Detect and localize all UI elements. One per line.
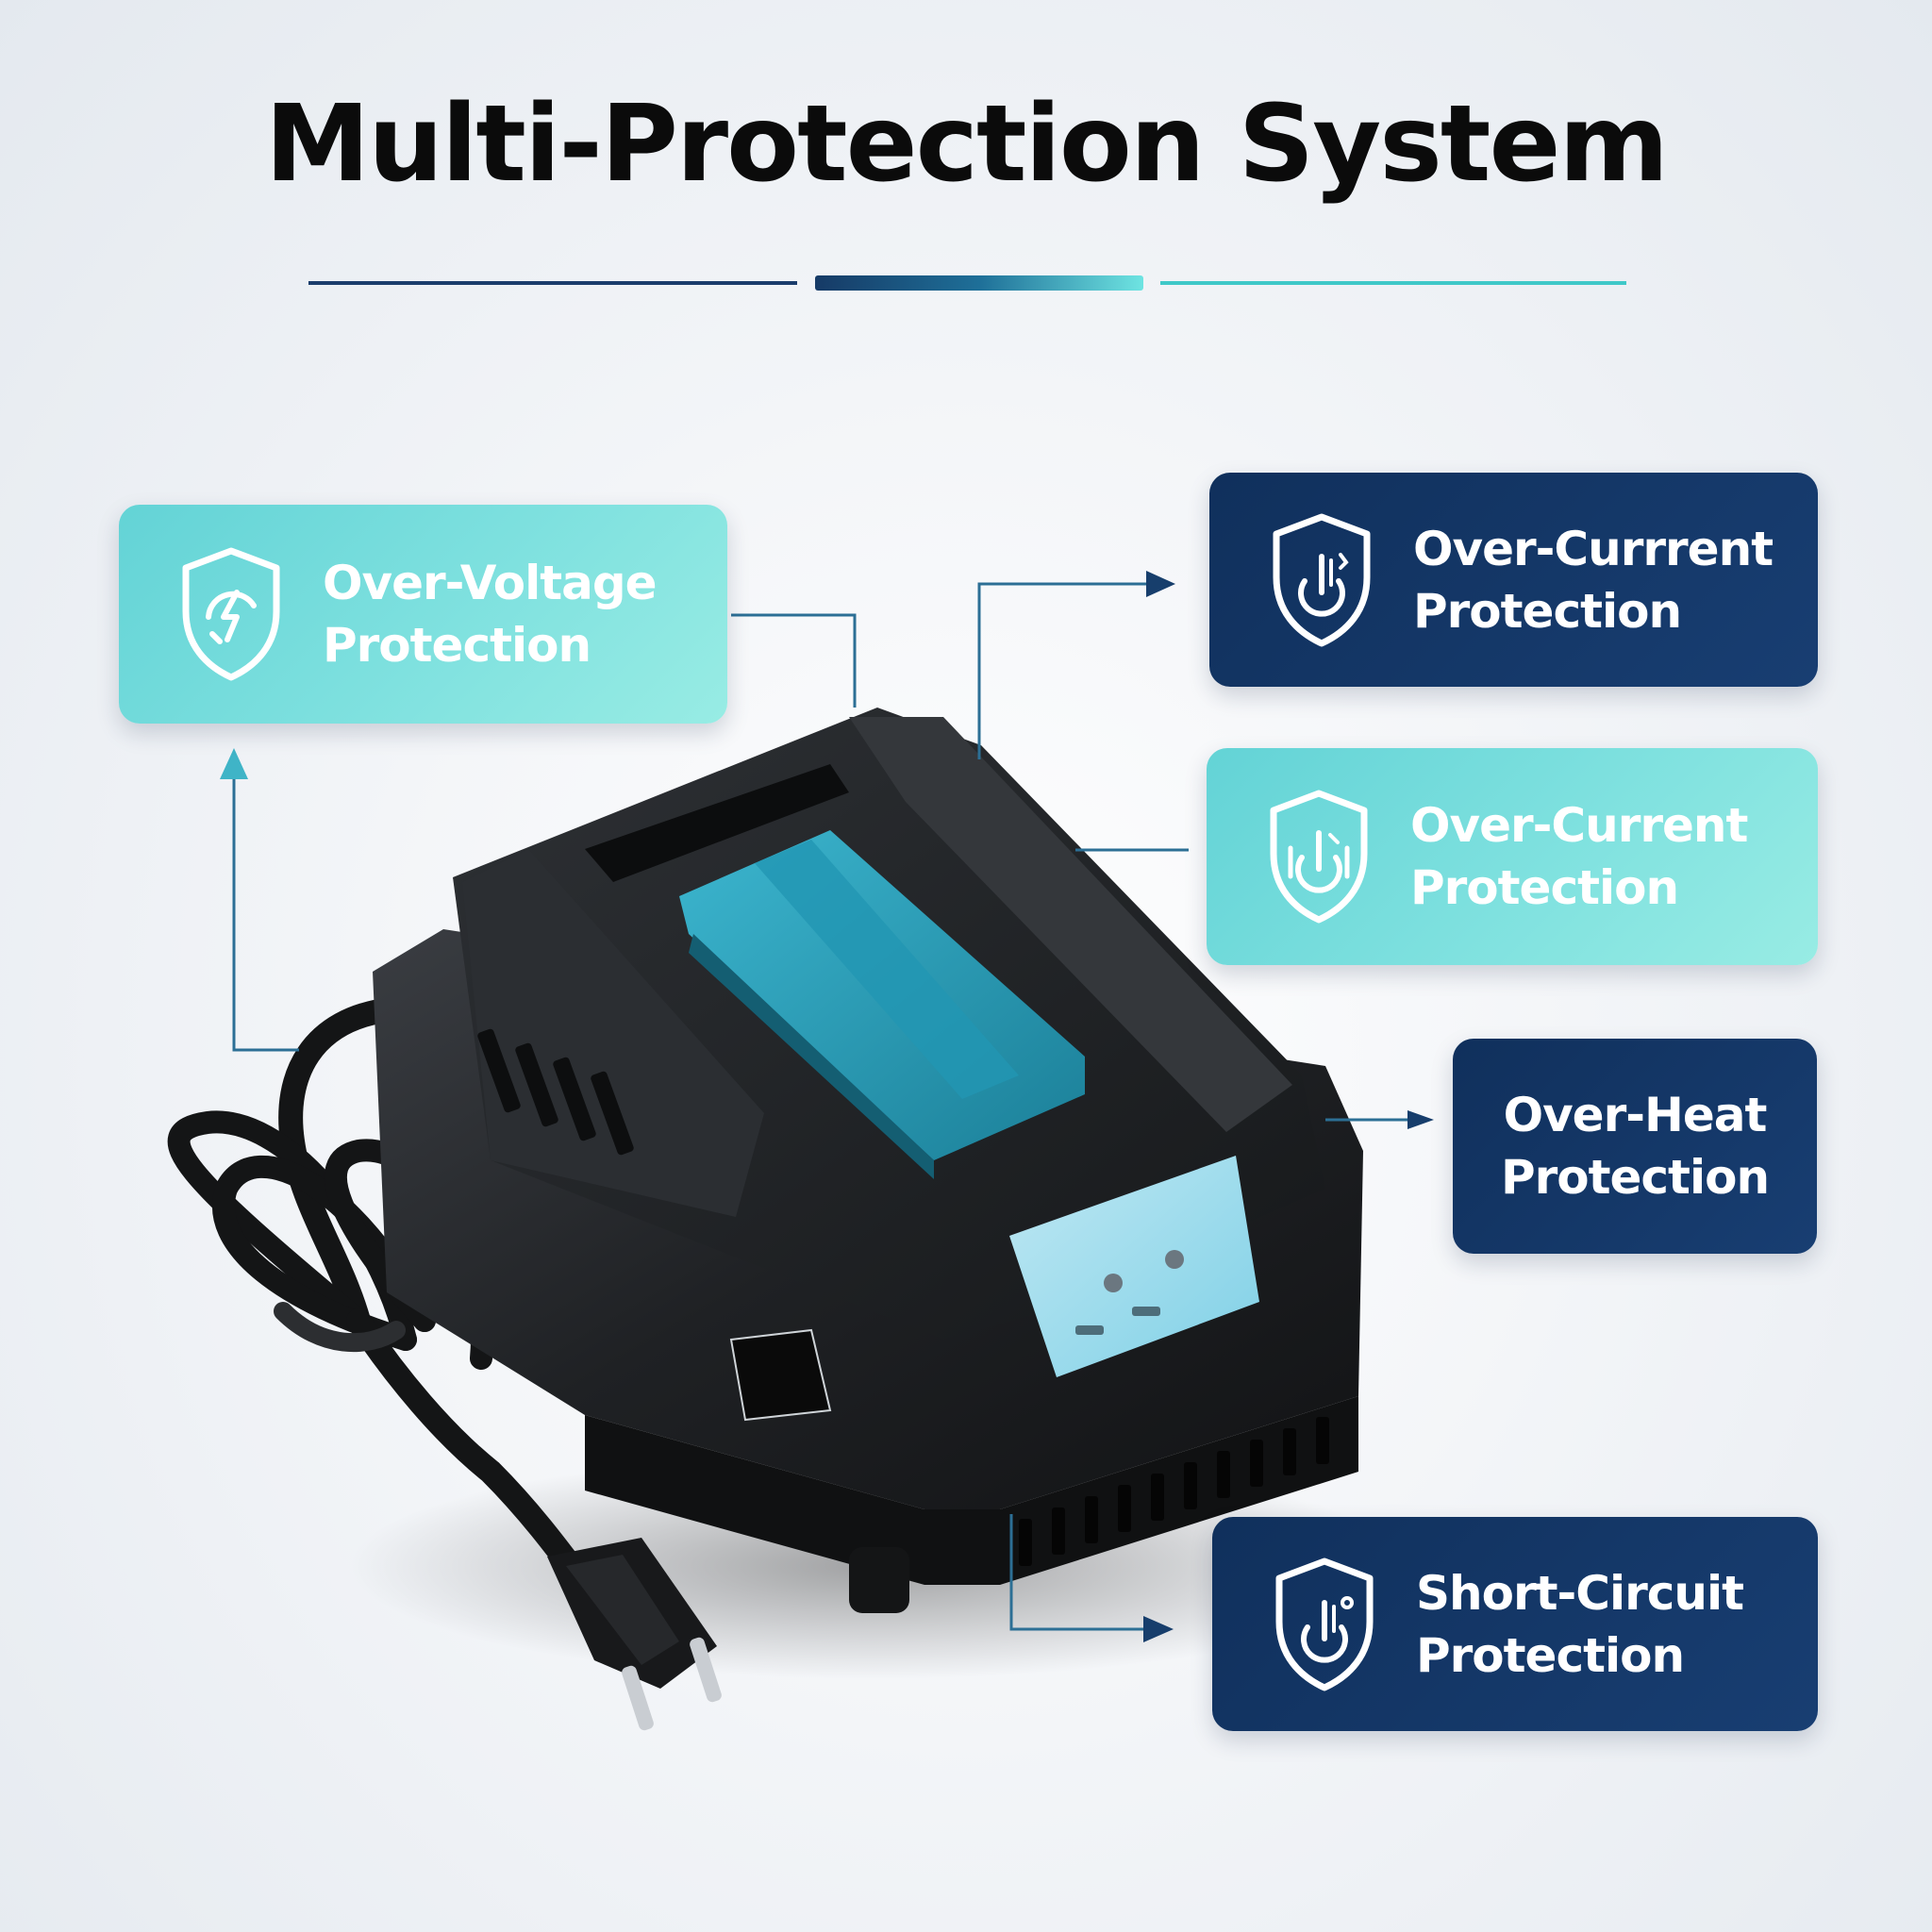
shield-lightning-icon [160,534,302,694]
feature-label: Over-Voltage Protection [323,552,658,676]
feature-card-over-heat: Over-Heat Protection [1453,1039,1817,1254]
feature-subtitle: Protection [1410,860,1679,915]
feature-label: Over-Heat Protection [1500,1084,1770,1208]
feature-label: Short-Circuit Protection [1416,1562,1744,1687]
feature-subtitle: Protection [1413,583,1682,639]
feature-title: Over-Voltage [323,556,658,610]
shield-power-icon [1248,776,1390,937]
charger-body [373,708,1363,1613]
feature-card-over-voltage: Over-Voltage Protection [119,505,727,724]
shield-power-icon [1254,1544,1395,1705]
feature-title: Over-Current [1410,798,1748,853]
feature-card-over-currrent: Over-Currrent Protection [1209,473,1818,687]
title-divider-center [815,275,1143,291]
plug [547,1538,722,1731]
title-divider-right [1160,281,1626,285]
feature-title: Short-Circuit [1416,1565,1744,1621]
feature-label: Over-Currrent Protection [1413,518,1774,642]
shield-power-icon [1251,500,1392,660]
power-cable [167,997,597,1597]
title-divider-left [308,281,797,285]
feature-subtitle: Protection [1500,1150,1770,1205]
feature-label: Over-Current Protection [1410,794,1748,919]
feature-title: Over-Currrent [1413,521,1774,576]
page-title: Multi-Protection System [264,83,1669,206]
feature-title: Over-Heat [1503,1088,1768,1142]
feature-card-over-current: Over-Current Protection [1207,748,1818,965]
feature-subtitle: Protection [1416,1627,1685,1683]
feature-subtitle: Protection [323,618,591,673]
feature-card-short-circuit: Short-Circuit Protection [1212,1517,1818,1731]
